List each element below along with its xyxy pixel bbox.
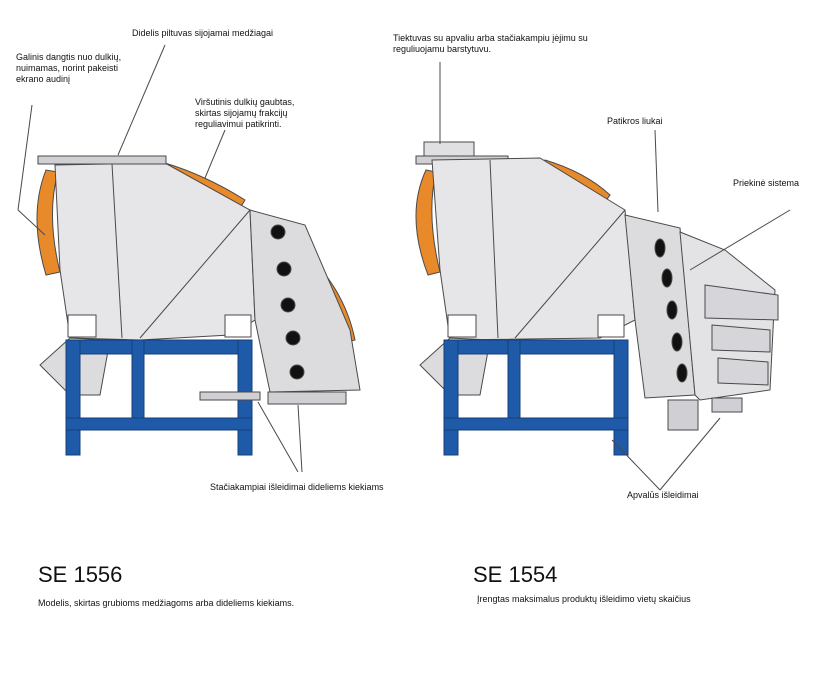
round-outlet-right-1 (667, 399, 699, 431)
support-block-left-1 (67, 314, 97, 338)
label-galinis-dangtis: Galinis dangtis nuo dulkių, nuimamas, no… (16, 52, 122, 84)
inspection-hatch-right-5 (676, 363, 688, 383)
inspection-hatch-right-3 (666, 300, 678, 320)
label-tiektuvas: Tiektuvas su apvaliu arba stačiakampiu į… (393, 33, 588, 54)
inspection-hole-left-4 (285, 330, 301, 346)
screener-body-right (431, 157, 636, 341)
leader-apvalus-1 (611, 439, 661, 491)
label-staciakampiai-isleidimai: Stačiakampiai išleidimai dideliems kieki… (210, 482, 384, 492)
body-seam-left (111, 163, 123, 339)
leader-galinis (17, 104, 33, 211)
inspection-hole-left-2 (276, 261, 292, 277)
support-block-right-1 (447, 314, 477, 338)
front-tray-right-2 (711, 324, 771, 353)
leader-galinis-2 (17, 209, 46, 236)
machine-se1554 (415, 62, 791, 491)
model-description-se1556: Modelis, skirtas grubioms medžiagoms arb… (38, 598, 295, 608)
support-block-right-2 (597, 314, 625, 338)
model-title-se1554: SE 1554 (473, 562, 558, 587)
support-frame-right (443, 339, 629, 456)
front-section-left (249, 209, 361, 393)
leader-isleidimai-1 (257, 401, 299, 473)
body-seam-diagonal-right (514, 209, 626, 339)
label-priekine-sistema: Priekinė sistema (733, 178, 800, 188)
front-tray-right-1 (704, 284, 779, 321)
leader-priekine (689, 209, 791, 271)
rect-outlet-left-2 (267, 391, 347, 405)
support-frame-left (65, 339, 253, 456)
leader-apvalus-2 (659, 417, 721, 491)
model-title-se1556: SE 1556 (38, 562, 123, 587)
leader-virsutinis (204, 129, 226, 179)
label-virsutinis-gaubtas: Viršutinis dulkių gaubtas, skirtas sijoj… (195, 97, 295, 129)
leader-piltuvas (117, 44, 166, 156)
support-block-left-2 (224, 314, 252, 338)
label-apvalus-isleidimai: Apvalūs išleidimai (627, 490, 699, 500)
body-seam-diagonal-left (139, 209, 251, 339)
inspection-hatch-right-4 (671, 332, 683, 352)
model-description-se1554: Įrengtas maksimalus produktų išleidimo v… (477, 594, 691, 604)
label-patikros-liukai: Patikros liukai (607, 116, 663, 126)
body-seam-right (489, 159, 499, 339)
inspection-hole-left-5 (289, 364, 305, 380)
round-outlet-right-2 (711, 397, 743, 413)
inspection-hole-left-1 (270, 224, 286, 240)
inspection-hole-left-3 (280, 297, 296, 313)
leader-isleidimai-2 (297, 404, 303, 473)
inspection-hatch-right-2 (661, 268, 673, 288)
leader-patikros (654, 129, 659, 213)
inspection-column-right (624, 214, 696, 399)
label-didelis-piltuvas: Didelis piltuvas sijojamai medžiagai (132, 28, 274, 38)
inspection-hatch-right-1 (654, 238, 666, 258)
front-tray-right-3 (717, 357, 769, 386)
top-plate-left (37, 155, 167, 165)
machine-se1556 (17, 44, 361, 473)
rect-outlet-left-1 (199, 391, 261, 401)
